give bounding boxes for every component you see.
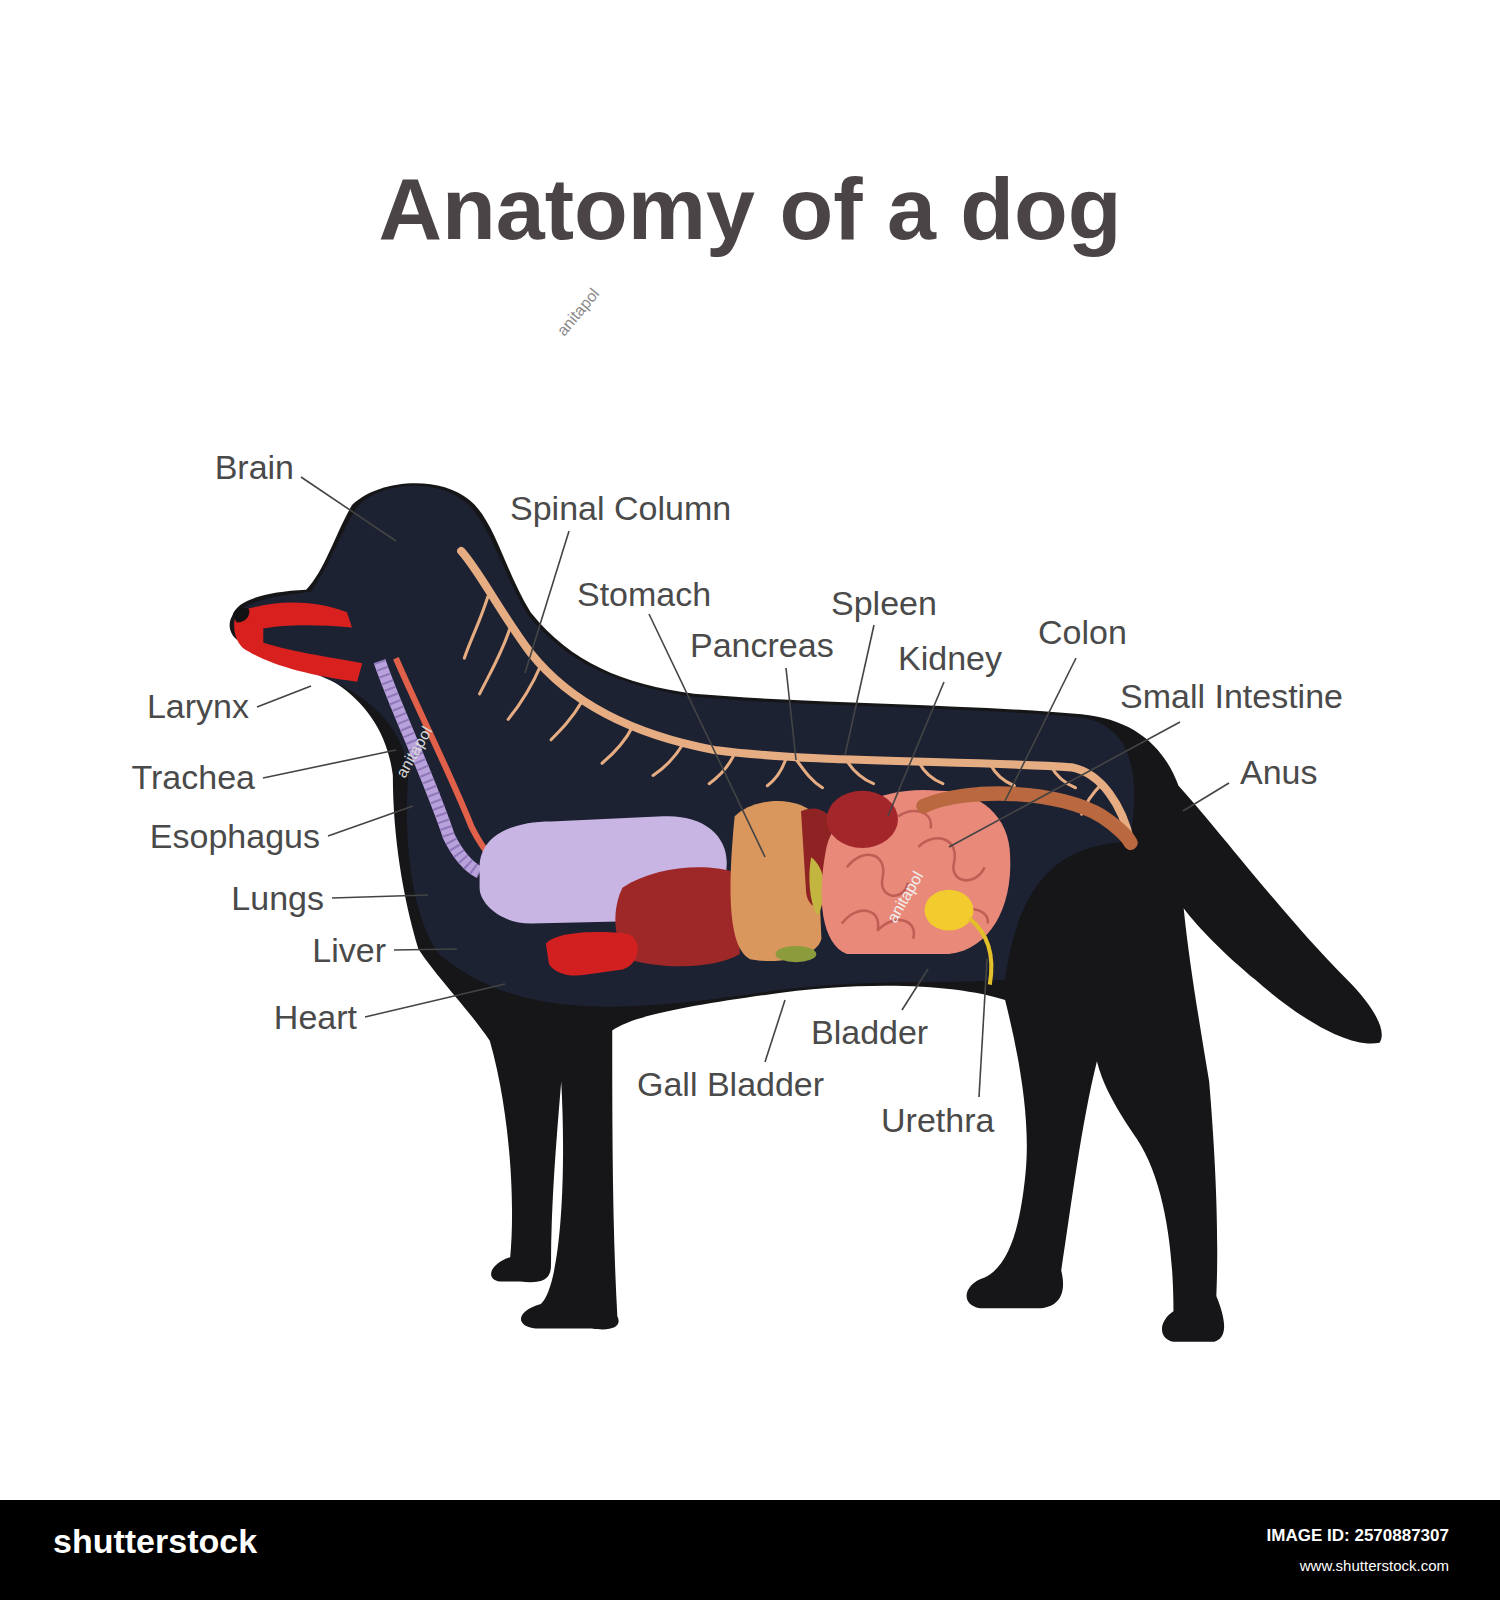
nerve <box>551 702 582 740</box>
nerve <box>464 597 487 658</box>
part-label: Brain <box>215 447 294 488</box>
leader-line <box>328 806 413 836</box>
leader-line <box>765 1000 785 1062</box>
leader-line <box>888 682 944 816</box>
gall-bladder <box>776 946 817 962</box>
nerve <box>990 763 1014 785</box>
nerve <box>796 759 823 788</box>
leader-line <box>786 668 796 760</box>
leader-line <box>979 959 987 1097</box>
footer-logo: shutterstock <box>53 1521 257 1562</box>
part-label: Urethra <box>881 1100 994 1141</box>
nerve-branches <box>464 597 1102 814</box>
trachea-rings <box>380 661 480 872</box>
part-label: Anus <box>1240 752 1318 793</box>
part-label: Gall Bladder <box>637 1064 824 1105</box>
heart <box>546 932 638 976</box>
loop <box>918 838 984 880</box>
leader-line <box>845 625 874 755</box>
leader-line <box>525 531 569 673</box>
part-label: Trachea <box>132 757 255 798</box>
trachea <box>380 661 480 872</box>
leader-line <box>1183 783 1229 811</box>
nerve <box>602 727 633 764</box>
part-label: Stomach <box>577 574 711 615</box>
nerve <box>653 743 684 776</box>
nerve <box>480 628 511 694</box>
loop <box>898 811 931 828</box>
colon <box>923 794 1130 843</box>
leader-lines <box>257 477 1229 1097</box>
part-label: Bladder <box>811 1012 928 1053</box>
nerve <box>508 665 541 719</box>
part-label: Pancreas <box>690 625 834 666</box>
nerve <box>847 761 874 783</box>
part-label: Esophagus <box>150 816 320 857</box>
leader-line <box>1005 658 1076 801</box>
part-label: Spinal Column <box>510 488 731 529</box>
leader-line <box>301 477 396 541</box>
leader-line <box>365 984 505 1017</box>
nerve <box>767 759 785 786</box>
footer-bar <box>0 1500 1500 1600</box>
part-label: Colon <box>1038 612 1127 653</box>
watermark: anitapol <box>553 284 604 339</box>
part-label: Liver <box>312 930 386 971</box>
nerve <box>918 761 942 783</box>
mouth-cavity <box>234 603 362 682</box>
leader-line <box>332 895 428 898</box>
part-label: Heart <box>274 997 357 1038</box>
urethra <box>969 918 991 984</box>
footer-url: www.shutterstock.com <box>1300 1557 1449 1575</box>
leader-line <box>263 750 396 778</box>
leader-line <box>394 949 457 950</box>
nose <box>233 608 250 623</box>
image-id: IMAGE ID: 2570887307 <box>1267 1526 1449 1546</box>
part-label: Kidney <box>898 638 1002 679</box>
kidney <box>827 791 898 848</box>
part-label: Spleen <box>831 583 937 624</box>
part-label: Small Intestine <box>1120 676 1343 717</box>
bladder <box>924 890 973 931</box>
dog-silhouette <box>230 483 1382 1342</box>
leader-line <box>949 722 1180 847</box>
body-cavity <box>233 486 1134 1007</box>
leader-line <box>902 969 928 1010</box>
dog-figure <box>230 483 1382 1342</box>
part-label: Larynx <box>147 686 249 727</box>
diagram-title: Anatomy of a dog <box>378 156 1121 262</box>
part-label: Lungs <box>231 878 324 919</box>
leader-line <box>257 686 311 707</box>
